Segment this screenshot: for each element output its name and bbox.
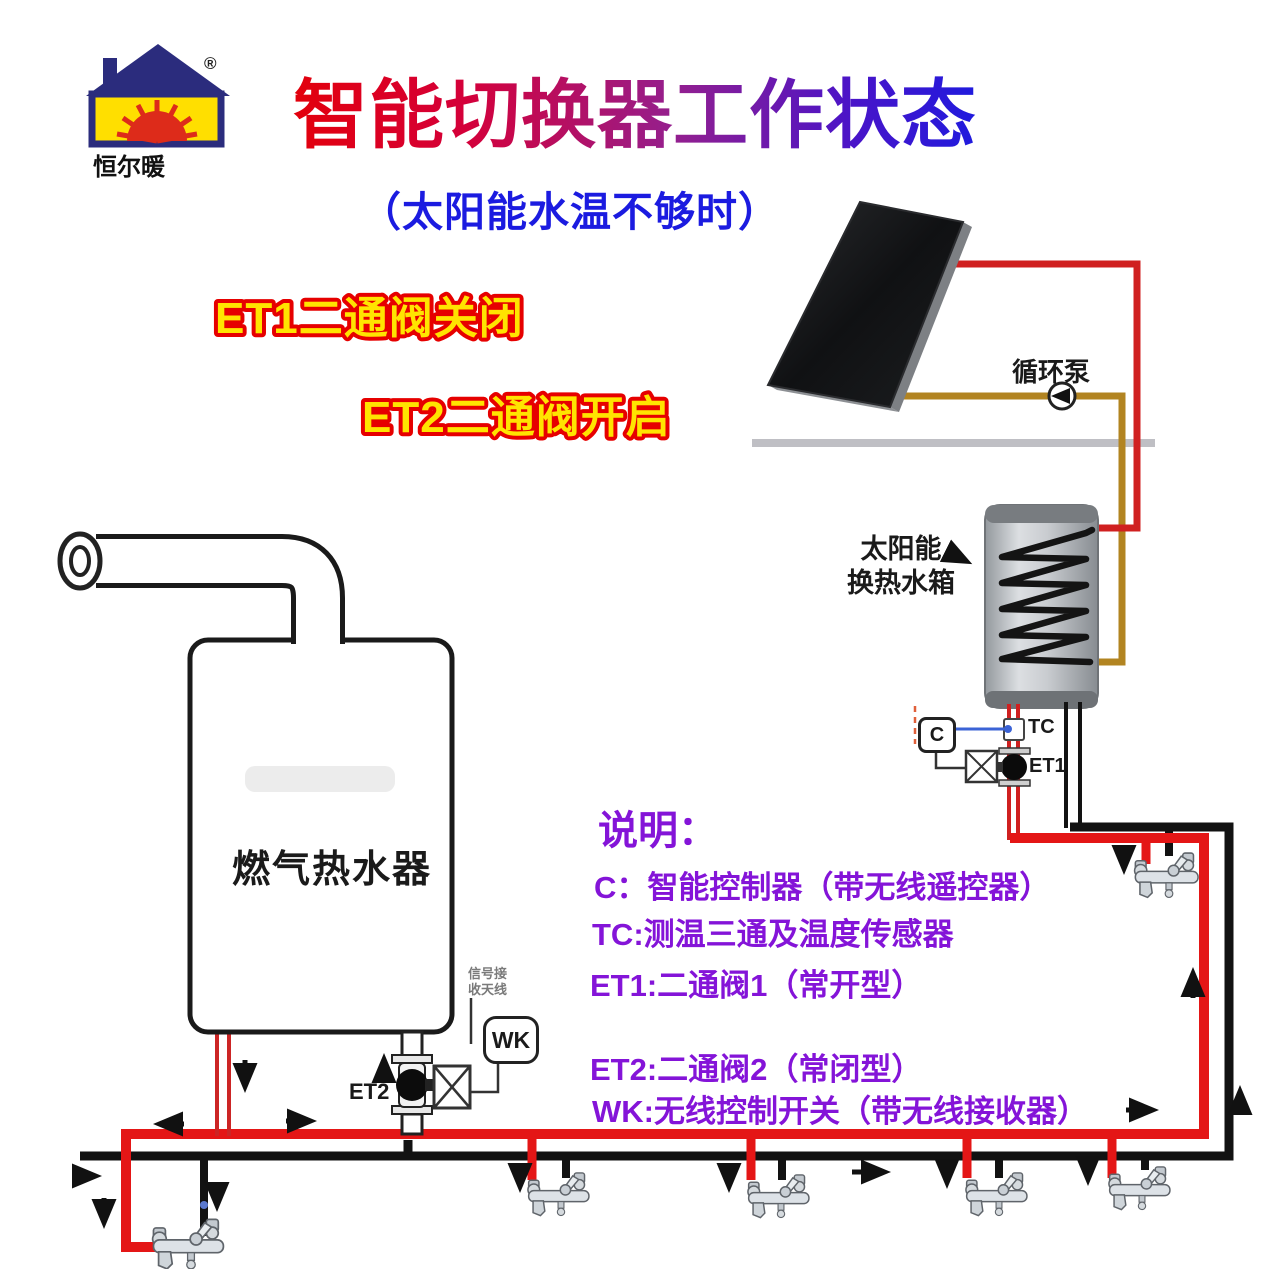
legend-item-et1: ET1:二通阀1（常开型） <box>590 968 923 1003</box>
tank-label-arrow <box>939 539 973 565</box>
antenna-label: 信号接 收天线 <box>468 966 507 998</box>
solar-tank <box>984 504 1099 709</box>
et1-valve-label: ET1 <box>1029 755 1066 777</box>
controller-wiring <box>913 706 966 770</box>
status-et1: ET1二通阀关闭 <box>215 294 524 343</box>
heater-hot-outlet-pipe <box>215 1032 231 1136</box>
page-title: 智能切换器工作状态 <box>250 54 1020 163</box>
et2-valve <box>391 1030 472 1136</box>
gas-heater <box>187 637 455 1035</box>
tank-cold-inlet-pipe <box>1064 702 1082 828</box>
legend-item-et2: ET2:二通阀2（常闭型） <box>590 1052 923 1087</box>
exhaust-flue <box>57 531 345 646</box>
antenna-label-line2: 收天线 <box>468 982 508 997</box>
tc-sensor <box>953 718 1025 741</box>
controller-box: C <box>918 717 956 753</box>
solar-loop-pipes <box>886 260 1141 666</box>
faucet <box>1108 1166 1171 1211</box>
tc-valve-label: TC <box>1028 716 1055 738</box>
roof-line <box>752 439 1155 447</box>
status-et2: ET2二通阀开启 <box>362 393 671 442</box>
pump-icon <box>1047 381 1077 411</box>
et2-valve-label: ET2 <box>349 1079 390 1104</box>
solar-panel <box>766 200 972 412</box>
faucet <box>527 1172 590 1217</box>
pipe-joint-dot <box>200 1201 208 1209</box>
faucet <box>747 1174 810 1219</box>
heater-label: 燃气热水器 <box>231 849 432 891</box>
wk-wiring <box>469 998 500 1094</box>
faucet <box>151 1218 225 1269</box>
heat-exchanger-coil <box>998 526 1096 666</box>
pump-label: 循环泵 <box>1012 357 1091 387</box>
legend-item-c: C：智能控制器（带无线遥控器） <box>594 870 1051 905</box>
faucet <box>965 1172 1028 1217</box>
legend-heading: 说明： <box>598 809 718 853</box>
legend-item-tc: TC:测温三通及温度传感器 <box>592 917 954 952</box>
hot-water-pipes <box>121 833 1209 1252</box>
wk-switch-box: WK <box>483 1016 539 1064</box>
page-subtitle: （太阳能水温不够时） <box>360 189 780 235</box>
flow-arrows <box>72 845 1253 1230</box>
brand-name: 恒尔暖 <box>93 154 165 181</box>
registered-mark: ® <box>204 54 217 73</box>
tank-label: 太阳能 换热水箱 <box>838 532 964 600</box>
antenna-label-line1: 信号接 <box>468 966 508 981</box>
et1-valve <box>964 747 1031 787</box>
legend-item-wk: WK:无线控制开关（带无线接收器） <box>592 1094 1088 1129</box>
tank-label-line1: 太阳能 <box>860 534 942 564</box>
brand-logo-icon <box>86 44 230 148</box>
tank-label-line2: 换热水箱 <box>847 568 955 598</box>
